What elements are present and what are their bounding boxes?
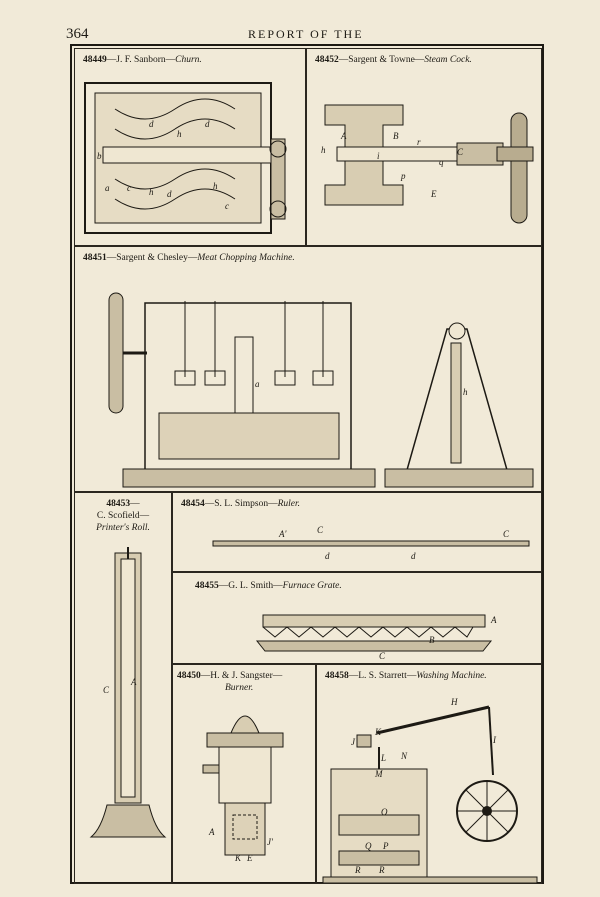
washing-machine-drawing: H I J K L N M O P Q R R bbox=[322, 697, 538, 883]
svg-text:h: h bbox=[213, 181, 218, 191]
svg-text:h: h bbox=[321, 145, 326, 155]
svg-text:d: d bbox=[411, 551, 416, 561]
svg-text:C: C bbox=[317, 525, 324, 535]
svg-text:A': A' bbox=[278, 529, 287, 539]
svg-text:E: E bbox=[246, 853, 253, 863]
svg-text:H: H bbox=[450, 697, 458, 707]
figure-churn: 48449—J. F. Sanborn—Churn. b d h d c h d… bbox=[74, 48, 306, 246]
svg-text:d: d bbox=[149, 119, 154, 129]
svg-text:c: c bbox=[225, 201, 229, 211]
svg-text:M: M bbox=[374, 769, 383, 779]
figure-meat-chopping-machine: 48451—Sargent & Chesley—Meat Chopping Ma… bbox=[74, 246, 542, 492]
svg-text:C: C bbox=[103, 685, 110, 695]
svg-text:B: B bbox=[393, 131, 399, 141]
svg-text:b: b bbox=[97, 151, 102, 161]
svg-text:A: A bbox=[340, 131, 347, 141]
svg-text:A: A bbox=[130, 677, 137, 687]
svg-text:d: d bbox=[205, 119, 210, 129]
svg-text:d: d bbox=[325, 551, 330, 561]
svg-text:c: c bbox=[127, 183, 131, 193]
svg-text:K: K bbox=[234, 853, 242, 863]
patent-plate: 48449—J. F. Sanborn—Churn. b d h d c h d… bbox=[70, 44, 544, 884]
figure-caption: 48458—L. S. Starrett—Washing Machine. bbox=[325, 671, 487, 681]
svg-text:h: h bbox=[463, 387, 468, 397]
svg-text:h: h bbox=[177, 129, 182, 139]
svg-text:I: I bbox=[492, 735, 497, 745]
figure-caption: 48450—H. & J. Sangster— Burner. bbox=[177, 671, 283, 693]
figure-burner: 48450—H. & J. Sangster— Burner. A J' K E bbox=[172, 664, 316, 884]
svg-text:i: i bbox=[377, 151, 380, 161]
svg-text:J: J bbox=[351, 737, 356, 747]
running-header: REPORT OF THE bbox=[248, 27, 364, 41]
svg-text:C: C bbox=[503, 529, 510, 539]
steam-cock-drawing: A B h r q p C E i bbox=[321, 104, 534, 224]
svg-text:a: a bbox=[105, 183, 110, 193]
figure-caption: 48453— C. Scofield— Printer's Roll. bbox=[96, 499, 150, 533]
svg-text:B: B bbox=[429, 635, 435, 645]
svg-text:A: A bbox=[208, 827, 215, 837]
svg-text:K: K bbox=[374, 727, 382, 737]
svg-text:p: p bbox=[400, 171, 406, 181]
svg-text:r: r bbox=[417, 137, 421, 147]
svg-text:h: h bbox=[149, 187, 154, 197]
figure-caption: 48454—S. L. Simpson—Ruler. bbox=[181, 499, 301, 509]
figure-steam-cock: 48452—Sargent & Towne—Steam Cock. A B h … bbox=[306, 48, 542, 246]
printers-roll-drawing: C A bbox=[89, 547, 167, 838]
svg-text:d: d bbox=[167, 189, 172, 199]
svg-text:O: O bbox=[381, 807, 388, 817]
burner-drawing: A J' K E bbox=[202, 715, 284, 863]
page-number: 364 bbox=[66, 26, 89, 42]
figure-caption: 48449—J. F. Sanborn—Churn. bbox=[83, 55, 202, 65]
figure-furnace-grate: 48455—G. L. Smith—Furnace Grate. A B C bbox=[172, 572, 542, 664]
svg-text:A: A bbox=[490, 615, 497, 625]
furnace-grate-drawing: A B C bbox=[255, 614, 497, 661]
figure-ruler: 48454—S. L. Simpson—Ruler. A' C C d d bbox=[172, 492, 542, 572]
meat-chopper-drawing: a h bbox=[108, 292, 534, 488]
ruler-drawing: A' C C d d bbox=[212, 525, 530, 561]
figure-washing-machine: 48458—L. S. Starrett—Washing Machine. H … bbox=[316, 664, 542, 884]
svg-text:C: C bbox=[457, 147, 464, 157]
svg-text:E: E bbox=[430, 189, 437, 199]
figure-caption: 48455—G. L. Smith—Furnace Grate. bbox=[195, 581, 342, 591]
figure-caption: 48452—Sargent & Towne—Steam Cock. bbox=[315, 55, 472, 65]
svg-text:C: C bbox=[379, 651, 386, 661]
figure-caption: 48451—Sargent & Chesley—Meat Chopping Ma… bbox=[83, 253, 295, 263]
svg-text:R: R bbox=[378, 865, 385, 875]
svg-text:L: L bbox=[380, 753, 386, 763]
svg-text:a: a bbox=[255, 379, 260, 389]
figure-printers-roll: 48453— C. Scofield— Printer's Roll. C A bbox=[74, 492, 172, 884]
svg-text:N: N bbox=[400, 751, 408, 761]
svg-text:q: q bbox=[439, 157, 444, 167]
svg-text:P: P bbox=[382, 841, 389, 851]
churn-drawing: b d h d c h d h c a bbox=[84, 82, 287, 234]
svg-text:J': J' bbox=[267, 837, 274, 847]
svg-text:R: R bbox=[354, 865, 361, 875]
svg-text:Q: Q bbox=[365, 841, 372, 851]
